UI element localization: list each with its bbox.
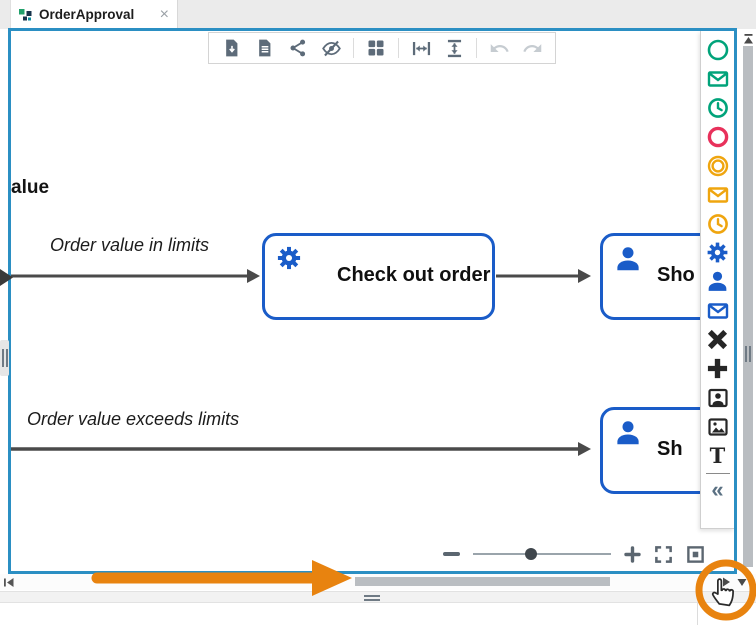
- horizontal-scrollbar-thumb[interactable]: [355, 577, 610, 586]
- participant-icon[interactable]: [703, 383, 733, 412]
- share-icon[interactable]: [287, 37, 309, 59]
- export-file-icon[interactable]: [254, 37, 276, 59]
- user-task-person-icon: [617, 247, 639, 271]
- diagram-canvas[interactable]: alue Order value in limits Order value e…: [8, 28, 737, 574]
- exclusive-gateway-icon[interactable]: [703, 325, 733, 354]
- timer-start-event-icon[interactable]: [703, 93, 733, 122]
- horizontal-scrollbar[interactable]: [0, 574, 756, 590]
- end-event-icon[interactable]: [703, 122, 733, 151]
- splitter-grip-icon[interactable]: [364, 595, 380, 601]
- start-event-icon[interactable]: [703, 35, 733, 64]
- zoom-out-icon[interactable]: [443, 552, 460, 556]
- service-task-icon[interactable]: [703, 238, 733, 267]
- flow-label-exceeds-limits: Order value exceeds limits: [27, 409, 240, 429]
- diagram-toolbar: [208, 32, 556, 64]
- tab-orderapproval[interactable]: OrderApproval ×: [10, 0, 178, 29]
- tab-title: OrderApproval: [39, 7, 135, 22]
- fit-to-screen-icon[interactable]: [686, 545, 705, 564]
- collapse-palette-icon[interactable]: «: [711, 476, 724, 502]
- user-task-person-icon: [617, 421, 639, 445]
- cropped-diagram-label: alue: [11, 177, 50, 198]
- sequence-flows: [11, 269, 591, 456]
- text-annotation-icon[interactable]: T: [709, 443, 726, 468]
- bottom-panel-divider: [697, 603, 698, 625]
- zoom-controls: [443, 542, 705, 566]
- task-label: Sho: [657, 264, 695, 286]
- task-label: Check out order: [337, 264, 491, 286]
- toolbar-separator: [398, 38, 399, 58]
- scroll-right-icon[interactable]: [722, 577, 731, 587]
- zoom-slider-handle[interactable]: [524, 548, 537, 560]
- service-task-gear-icon: [277, 246, 301, 270]
- toolbar-separator: [353, 38, 354, 58]
- redo-icon[interactable]: [521, 37, 543, 59]
- element-palette: T «: [700, 31, 734, 529]
- intermediate-event-icon[interactable]: [703, 151, 733, 180]
- export-image-icon[interactable]: [221, 37, 243, 59]
- scroll-up-icon[interactable]: [743, 33, 754, 45]
- fullscreen-icon[interactable]: [654, 545, 673, 564]
- undo-icon[interactable]: [488, 37, 510, 59]
- zoom-slider[interactable]: [473, 548, 611, 560]
- task-check-out-order[interactable]: Check out order: [262, 233, 495, 320]
- fit-width-icon[interactable]: [410, 37, 432, 59]
- task-label: Sh: [657, 438, 683, 460]
- vertical-grip-icon: [745, 346, 751, 362]
- palette-separator: [705, 473, 730, 474]
- hide-elements-icon[interactable]: [320, 37, 342, 59]
- timer-intermediate-event-icon[interactable]: [703, 209, 733, 238]
- bottom-splitter[interactable]: [0, 591, 756, 603]
- tab-bar: OrderApproval ×: [0, 0, 756, 29]
- flow-label-in-limits: Order value in limits: [50, 235, 210, 255]
- left-panel-grip[interactable]: [0, 340, 9, 376]
- send-task-icon[interactable]: [703, 296, 733, 325]
- vertical-scrollbar-thumb[interactable]: [743, 46, 753, 567]
- parallel-gateway-icon[interactable]: [703, 354, 733, 383]
- grid-layout-icon[interactable]: [365, 37, 387, 59]
- image-icon[interactable]: [703, 412, 733, 441]
- scroll-down-icon[interactable]: [737, 578, 747, 587]
- tab-close-icon[interactable]: ×: [159, 5, 169, 23]
- user-task-icon[interactable]: [703, 267, 733, 296]
- toolbar-separator: [476, 38, 477, 58]
- message-intermediate-event-icon[interactable]: [703, 180, 733, 209]
- message-start-event-icon[interactable]: [703, 64, 733, 93]
- process-diagram-icon: [19, 9, 32, 21]
- vertical-scrollbar[interactable]: [743, 32, 754, 572]
- fit-height-icon[interactable]: [443, 37, 465, 59]
- zoom-in-icon[interactable]: [624, 545, 641, 563]
- scroll-left-icon[interactable]: [3, 577, 15, 588]
